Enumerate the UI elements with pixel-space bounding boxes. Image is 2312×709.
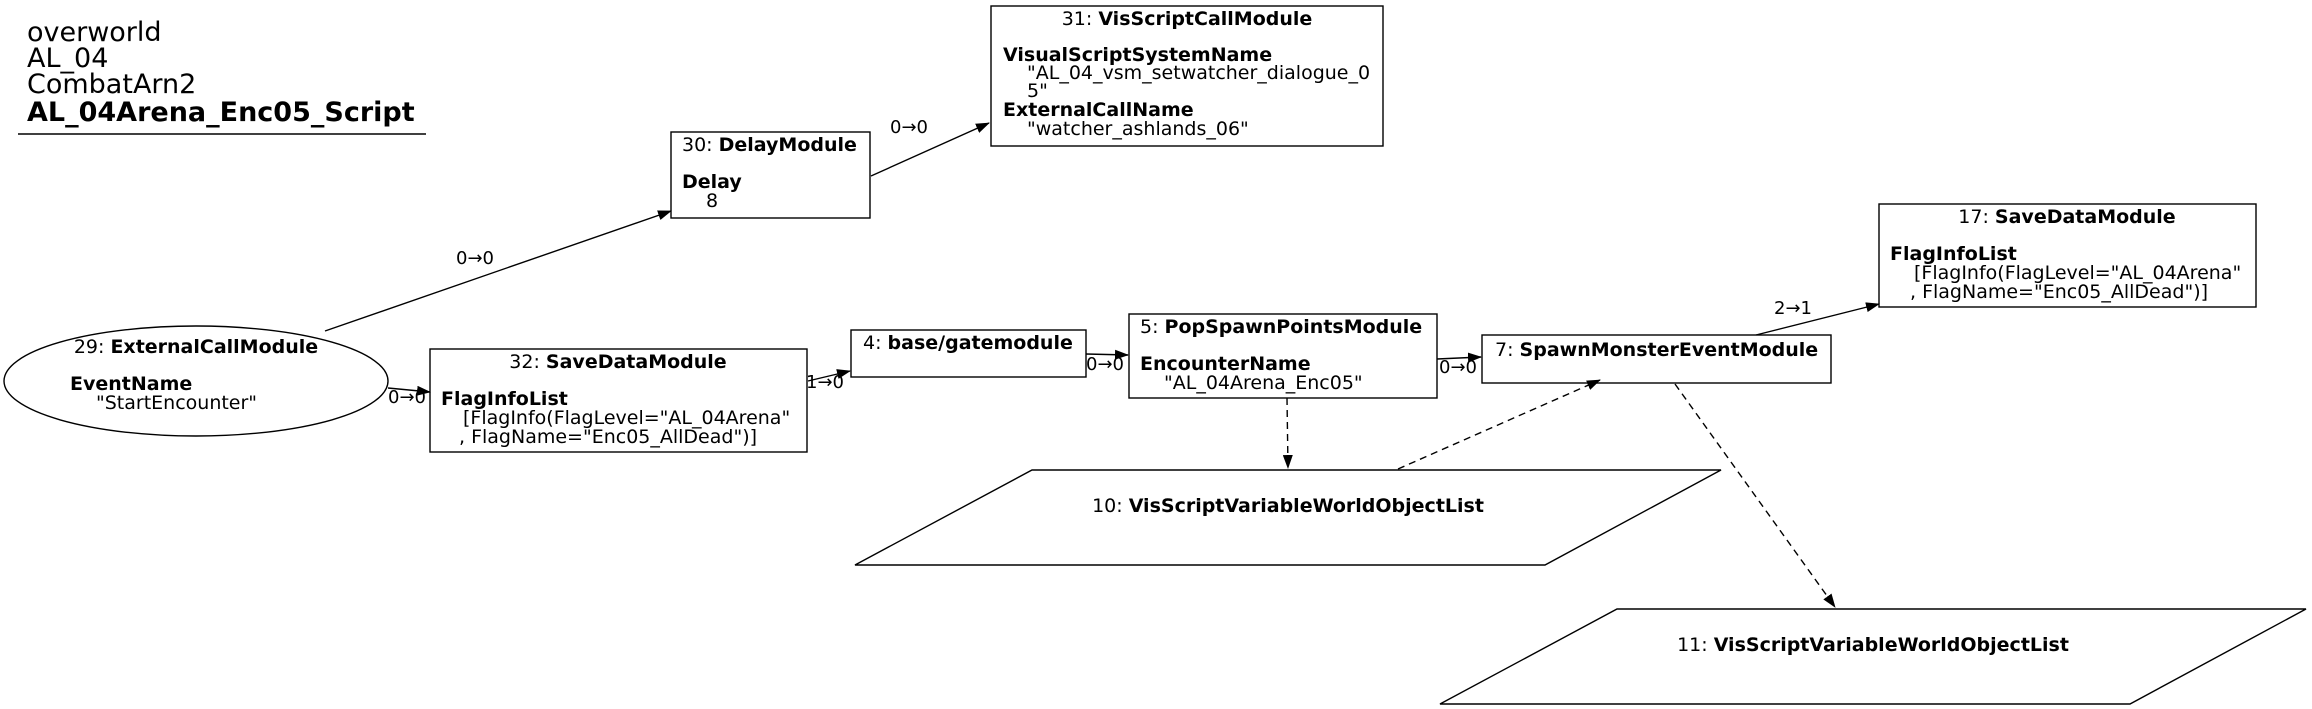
edge-label-4-5: 0→0 xyxy=(1086,354,1124,375)
svg-text:17: SaveDataModule: 17: SaveDataModule xyxy=(1958,206,2175,228)
node-31-id: 31: xyxy=(1062,8,1099,30)
edge-label-7-17: 2→1 xyxy=(1774,298,1812,319)
node-17-param-value-line-1: [FlagInfo(FlagLevel="AL_04Arena" xyxy=(1914,262,2241,284)
svg-text:4: base/gatemodule: 4: base/gatemodule xyxy=(863,332,1073,354)
node-10-world-object-list[interactable]: 10: VisScriptVariableWorldObjectList xyxy=(854,469,1722,566)
node-5-pop-spawn-points-module[interactable]: 5: PopSpawnPointsModule EncounterName "A… xyxy=(1128,313,1438,399)
svg-text:7: SpawnMonsterEventModule: 7: SpawnMonsterEventModule xyxy=(1495,339,1818,361)
edge-label-5-7: 0→0 xyxy=(1439,357,1477,378)
svg-text:30: DelayModule: 30: DelayModule xyxy=(682,134,857,156)
node-30-delay-module[interactable]: 30: DelayModule Delay 8 xyxy=(670,131,871,219)
svg-text:5: PopSpawnPointsModule: 5: PopSpawnPointsModule xyxy=(1140,316,1422,338)
edge-7-11 xyxy=(1674,383,1836,608)
node-7-type: SpawnMonsterEventModule xyxy=(1520,339,1819,361)
edge-32-4 xyxy=(807,369,851,382)
edge-29-30 xyxy=(324,210,672,332)
node-4-id: 4: xyxy=(863,332,888,354)
node-31-param-2-name: ExternalCallName xyxy=(1003,99,1194,121)
node-11-type: VisScriptVariableWorldObjectList xyxy=(1714,634,2069,656)
edge-5-7 xyxy=(1436,352,1482,363)
edge-7-17 xyxy=(1755,302,1880,336)
svg-text:32: SaveDataModule: 32: SaveDataModule xyxy=(509,351,726,373)
edge-5-10 xyxy=(1282,397,1293,469)
node-5-param-name: EncounterName xyxy=(1140,353,1311,375)
node-5-type: PopSpawnPointsModule xyxy=(1165,316,1423,338)
node-30-param-value: 8 xyxy=(706,190,718,212)
node-32-param-value-line-1: [FlagInfo(FlagLevel="AL_04Arena" xyxy=(463,407,790,429)
node-31-param-1-value-line-2: 5" xyxy=(1027,80,1048,102)
edge-4-5 xyxy=(1085,349,1129,360)
edge-label-29-32: 0→0 xyxy=(388,387,426,408)
node-29-param-name: EventName xyxy=(70,373,192,395)
node-31-param-1-value-line-1: "AL_04_vsm_setwatcher_dialogue_0 xyxy=(1027,62,1370,84)
node-32-param-name: FlagInfoList xyxy=(441,388,568,410)
node-31-type: VisScriptCallModule xyxy=(1098,8,1312,30)
node-5-param-value: "AL_04Arena_Enc05" xyxy=(1164,372,1363,394)
node-32-save-data-module[interactable]: 32: SaveDataModule FlagInfoList [FlagInf… xyxy=(429,348,808,453)
svg-text:11: VisScriptVariableWorldObje: 11: VisScriptVariableWorldObjectList xyxy=(1677,634,2069,656)
node-17-save-data-module[interactable]: 17: SaveDataModule FlagInfoList [FlagInf… xyxy=(1878,203,2257,308)
node-4-type: base/gatemodule xyxy=(888,332,1073,354)
svg-text:31: VisScriptCallModule: 31: VisScriptCallModule xyxy=(1062,8,1313,30)
node-17-type: SaveDataModule xyxy=(1995,206,2176,228)
node-29-id: 29: xyxy=(74,336,111,358)
edge-29-32 xyxy=(387,385,431,396)
node-31-param-1-name: VisualScriptSystemName xyxy=(1003,44,1272,66)
node-7-id: 7: xyxy=(1495,339,1520,361)
header-line-2: AL_04 xyxy=(27,43,108,74)
header-line-1: overworld xyxy=(27,17,162,48)
graph-header: overworld AL_04 CombatArn2 AL_04Arena_En… xyxy=(18,17,426,135)
node-31-param-2-value: "watcher_ashlands_06" xyxy=(1027,118,1249,140)
edge-label-32-4: 1→0 xyxy=(806,372,844,393)
node-11-id: 11: xyxy=(1677,634,1714,656)
edge-10-7 xyxy=(1397,379,1601,470)
node-30-id: 30: xyxy=(682,134,719,156)
node-32-type: SaveDataModule xyxy=(546,351,727,373)
node-29-type: ExternalCallModule xyxy=(110,336,318,358)
edge-label-30-31: 0→0 xyxy=(890,117,928,138)
node-32-param-value-line-2: , FlagName="Enc05_AllDead")] xyxy=(459,426,757,448)
node-29-external-call-module[interactable]: 29: ExternalCallModule EventName "StartE… xyxy=(3,325,389,437)
node-31-vis-script-call-module[interactable]: 31: VisScriptCallModule VisualScriptSyst… xyxy=(990,5,1384,147)
edge-label-29-30: 0→0 xyxy=(456,248,494,269)
svg-text:10: VisScriptVariableWorldObje: 10: VisScriptVariableWorldObjectList xyxy=(1092,495,1484,517)
node-17-param-value-line-2: , FlagName="Enc05_AllDead")] xyxy=(1910,281,2208,303)
node-17-id: 17: xyxy=(1958,206,1995,228)
node-17-param-name: FlagInfoList xyxy=(1890,243,2017,265)
header-line-3: CombatArn2 xyxy=(27,69,196,100)
node-10-id: 10: xyxy=(1092,495,1129,517)
node-7-spawn-monster-event-module[interactable]: 7: SpawnMonsterEventModule xyxy=(1481,334,1832,384)
node-5-id: 5: xyxy=(1140,316,1165,338)
header-title: AL_04Arena_Enc05_Script xyxy=(27,97,415,128)
node-30-type: DelayModule xyxy=(719,134,857,156)
svg-text:29: ExternalCallModule: 29: ExternalCallModule xyxy=(74,336,318,358)
node-10-type: VisScriptVariableWorldObjectList xyxy=(1129,495,1484,517)
edges: 0→0 0→0 0→0 1→0 0→0 0→0 2→1 xyxy=(324,117,1880,608)
node-32-id: 32: xyxy=(509,351,546,373)
node-11-world-object-list[interactable]: 11: VisScriptVariableWorldObjectList xyxy=(1439,608,2307,705)
node-30-param-name: Delay xyxy=(682,171,742,193)
edge-30-31 xyxy=(870,122,990,177)
node-29-param-value: "StartEncounter" xyxy=(96,392,257,414)
node-4-gate-module[interactable]: 4: base/gatemodule xyxy=(850,329,1087,378)
